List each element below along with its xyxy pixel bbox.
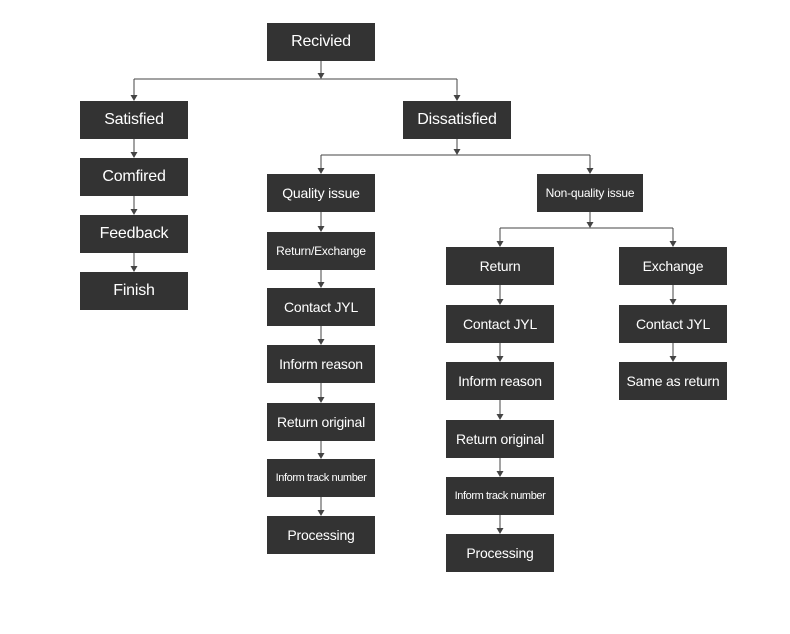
node-exchange-contact-jyl: Contact JYL bbox=[619, 305, 727, 343]
node-return-inform-track-number: Inform track number bbox=[446, 477, 554, 515]
node-quality-issue: Quality issue bbox=[267, 174, 375, 212]
node-quality-return-exchange: Return/Exchange bbox=[267, 232, 375, 270]
node-comfired: Comfired bbox=[80, 158, 188, 196]
node-return-inform-reason: Inform reason bbox=[446, 362, 554, 400]
connector-arrowhead bbox=[317, 73, 325, 79]
node-quality-contact-jyl: Contact JYL bbox=[267, 288, 375, 326]
node-return-return-original: Return original bbox=[446, 420, 554, 458]
node-exchange-same-as-return: Same as return bbox=[619, 362, 727, 400]
node-non-quality-issue: Non-quality issue bbox=[537, 174, 643, 212]
node-return-processing: Processing bbox=[446, 534, 554, 572]
node-satisfied: Satisfied bbox=[80, 101, 188, 139]
node-dissatisfied: Dissatisfied bbox=[403, 101, 511, 139]
node-recivied: Recivied bbox=[267, 23, 375, 61]
node-finish: Finish bbox=[80, 272, 188, 310]
node-quality-processing: Processing bbox=[267, 516, 375, 554]
connector-arrowhead bbox=[586, 222, 594, 228]
connector-arrowhead bbox=[453, 149, 461, 155]
node-quality-inform-track-number: Inform track number bbox=[267, 459, 375, 497]
node-feedback: Feedback bbox=[80, 215, 188, 253]
node-return: Return bbox=[446, 247, 554, 285]
node-quality-return-original: Return original bbox=[267, 403, 375, 441]
node-quality-inform-reason: Inform reason bbox=[267, 345, 375, 383]
node-exchange: Exchange bbox=[619, 247, 727, 285]
node-return-contact-jyl: Contact JYL bbox=[446, 305, 554, 343]
